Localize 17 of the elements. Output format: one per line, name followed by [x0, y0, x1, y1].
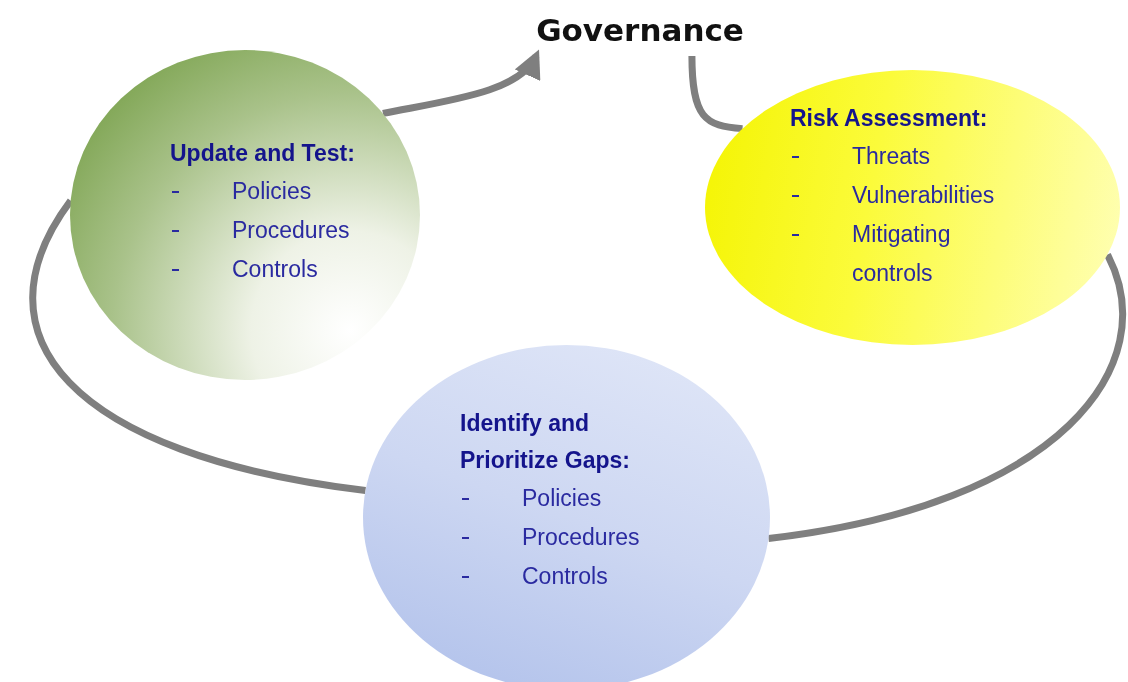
connector-line	[29, 198, 367, 494]
list-item: Procedures	[232, 216, 351, 245]
connector-line	[767, 253, 1127, 542]
list-item: Policies	[522, 484, 603, 513]
arrow	[382, 50, 540, 117]
list-item: Threats	[852, 142, 931, 171]
connector-line	[688, 55, 743, 133]
title-text: Governance	[522, 12, 758, 56]
list-item: Controls	[522, 562, 609, 591]
heading: Risk Assessment:	[790, 104, 989, 133]
heading: Update and Test:	[170, 139, 356, 168]
list-item: Procedures	[522, 523, 641, 552]
list-item: Policies	[232, 177, 313, 206]
list-item: Vulnerabilities	[852, 181, 996, 210]
list-item: Mitigating controls	[852, 220, 952, 288]
list-item: Controls	[232, 255, 319, 284]
heading: Identify and Prioritize Gaps:	[460, 409, 631, 475]
